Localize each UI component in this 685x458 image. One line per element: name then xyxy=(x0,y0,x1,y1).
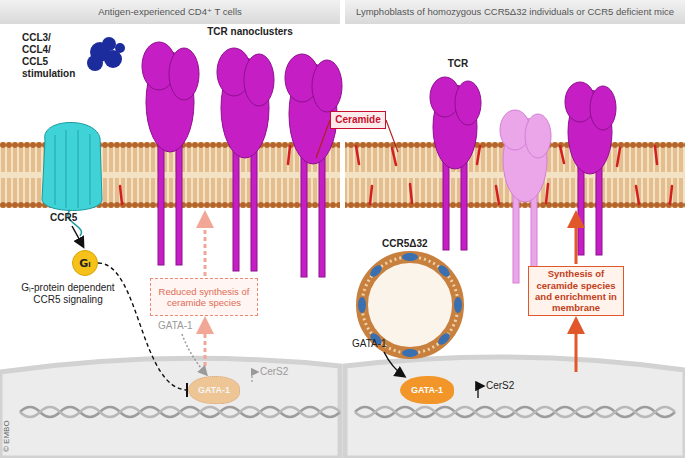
tcr-protein xyxy=(565,82,616,255)
dna-strand xyxy=(355,407,675,417)
ceramide-molecule xyxy=(120,186,122,204)
dna-strand xyxy=(20,407,340,417)
ceramide-molecule xyxy=(670,186,672,204)
protein-label: TCR xyxy=(438,58,478,70)
ceramide-molecule xyxy=(288,146,290,164)
panel-header: Antigen-experienced CD4⁺ T cells xyxy=(0,0,340,24)
ceramide-molecule xyxy=(560,146,564,163)
node-text: Antigen-experienced CD4⁺ T cells xyxy=(98,6,242,17)
node-text: Ceramide xyxy=(335,114,381,126)
enrichment-arrow xyxy=(575,216,578,264)
node-text: GATA-1 xyxy=(198,385,230,396)
mutant-protein xyxy=(436,263,452,279)
synthesis-arrow xyxy=(204,322,207,366)
transcription-arrow xyxy=(478,386,483,398)
tcr-protein xyxy=(285,54,342,277)
dna-strand xyxy=(355,407,675,417)
ceramide-molecule xyxy=(477,146,480,164)
chemokine xyxy=(87,37,125,71)
ccr5-receptor xyxy=(42,122,102,210)
gene-label: CerS2 xyxy=(486,380,526,392)
ceramide-molecule xyxy=(370,186,372,204)
signal-arrow xyxy=(72,226,83,246)
mutant-protein xyxy=(368,263,384,279)
ceramide-molecule xyxy=(410,184,412,203)
tcr-protein xyxy=(217,48,274,271)
protein-label: CCR5Δ32 xyxy=(382,238,452,250)
mutant-protein xyxy=(358,297,366,313)
leader-line xyxy=(316,120,330,158)
ceramide-molecule xyxy=(636,186,639,204)
panel-header: Lymphoblasts of homozygous CCR5Δ32 indiv… xyxy=(345,0,685,24)
chemokine-part xyxy=(87,55,103,71)
node-text: Synthesis of ceramide species and enrich… xyxy=(531,268,621,314)
protein-label: CCR5 xyxy=(50,212,90,224)
ceramide-molecule xyxy=(655,146,657,164)
ceramide-molecule xyxy=(392,148,396,165)
callout-box: Ceramide xyxy=(330,111,386,129)
chemokine-part xyxy=(115,43,125,53)
protein-label: GATA-1 xyxy=(158,320,202,332)
gene-label: CerS2 xyxy=(260,366,300,378)
ceramide-molecule xyxy=(356,146,359,164)
leader-line xyxy=(386,120,398,152)
chemokine-part xyxy=(102,37,116,51)
transcription-arrow xyxy=(252,372,257,382)
copyright-notice: © EMBO xyxy=(2,420,12,452)
ceramide-molecule xyxy=(546,184,548,203)
node-text: Gᵢ xyxy=(79,257,90,270)
mutant-protein xyxy=(454,297,462,313)
nucleus xyxy=(0,358,340,458)
tcr-protein xyxy=(500,110,551,283)
ceramide-molecule xyxy=(496,186,499,204)
ceramide-molecule xyxy=(617,148,620,166)
synthesis-arrow xyxy=(204,216,207,276)
g-protein: Gᵢ xyxy=(72,250,98,276)
mutant-protein xyxy=(436,331,452,347)
node-text: Reduced synthesis of ceramide species xyxy=(153,286,255,309)
translocation-arrow xyxy=(182,334,206,374)
mutant-protein xyxy=(402,349,418,357)
dna-strand xyxy=(20,407,340,417)
mutant-protein xyxy=(402,253,418,261)
transcription-factor: GATA-1 xyxy=(188,376,240,404)
stimulus-label: CCL3/ CCL4/ CCL5 stimulation xyxy=(22,32,78,80)
translocation-arrow xyxy=(384,352,404,376)
tcr-protein xyxy=(430,77,481,250)
synthesis-arrow xyxy=(575,322,578,372)
receptor-helix xyxy=(55,130,90,208)
node-text: GATA-1 xyxy=(411,385,443,396)
nucleus xyxy=(345,357,685,458)
pathway-label: Gᵢ-protein dependent CCR5 signaling xyxy=(18,282,118,306)
protein-label: GATA-1 xyxy=(352,338,396,350)
process-box: Reduced synthesis of ceramide species xyxy=(150,278,258,316)
process-box: Synthesis of ceramide species and enrich… xyxy=(528,266,624,316)
node-text: Lymphoblasts of homozygous CCR5Δ32 indiv… xyxy=(356,6,674,17)
tcr-protein xyxy=(142,42,199,265)
transcription-factor: GATA-1 xyxy=(400,376,454,404)
protein-label: TCR nanoclusters xyxy=(190,26,310,38)
